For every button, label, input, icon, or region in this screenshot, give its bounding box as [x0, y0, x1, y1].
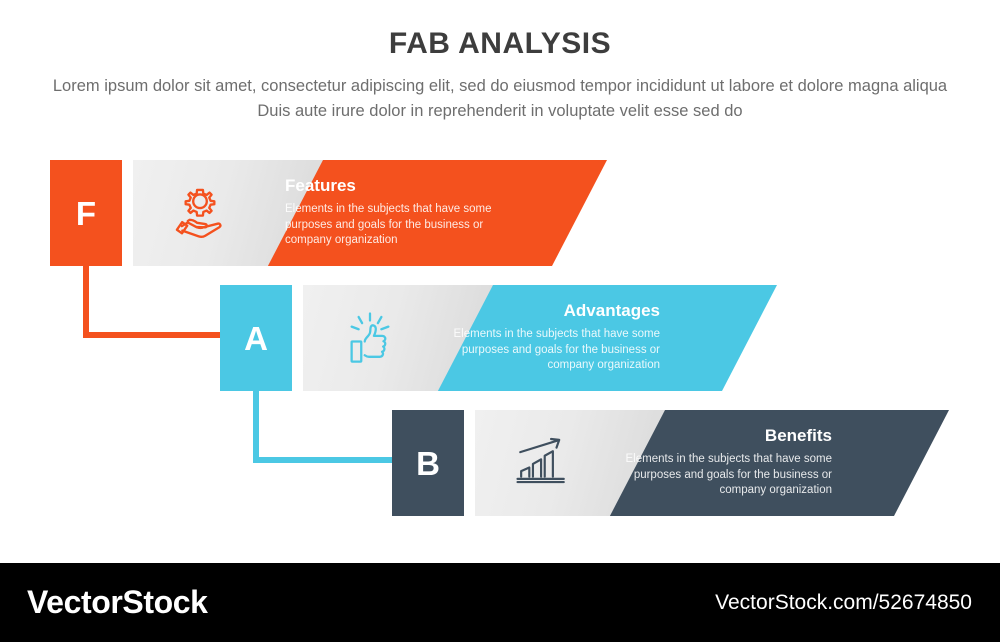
body-shape: [409, 285, 777, 391]
row-description: Elements in the subjects that have some …: [625, 453, 832, 497]
letter-label: B: [416, 444, 440, 482]
watermark-bar: VectorStock VectorStock.com/52674850: [0, 563, 1000, 642]
letter-badge-b: B: [392, 410, 464, 516]
row-description: Elements in the subjects that have some …: [285, 203, 492, 247]
gear-hand-icon: [133, 160, 267, 266]
body-text: Advantages Elements in the subjects that…: [448, 285, 660, 391]
body-text: Features Elements in the subjects that h…: [285, 160, 497, 266]
row-heading: Advantages: [563, 301, 660, 321]
page-subtitle: Lorem ipsum dolor sit amet, consectetur …: [52, 77, 948, 120]
body-shape: [581, 410, 949, 516]
letter-label: A: [244, 319, 268, 357]
thumbs-up-icon: [303, 285, 437, 391]
growth-bar-chart-icon: [475, 410, 609, 516]
row-heading: Benefits: [764, 426, 832, 446]
row-heading: Features: [285, 176, 356, 196]
body-panel: [239, 160, 607, 266]
vectorstock-logo: VectorStock: [27, 584, 208, 620]
body-shape: [239, 160, 607, 266]
letter-badge-a: A: [220, 285, 292, 391]
body-text: Benefits Elements in the subjects that h…: [620, 410, 832, 516]
page-title: FAB ANALYSIS: [388, 27, 612, 60]
body-panel: [409, 285, 777, 391]
connector-features-to-advantages: [83, 260, 270, 338]
vectorstock-url: VectorStock.com/52674850: [715, 591, 972, 614]
row-description: Elements in the subjects that have some …: [453, 328, 660, 372]
letter-label: F: [75, 194, 97, 232]
connector-advantages-to-benefits: [253, 385, 440, 463]
body-panel: [581, 410, 949, 516]
letter-badge-f: F: [50, 160, 122, 266]
